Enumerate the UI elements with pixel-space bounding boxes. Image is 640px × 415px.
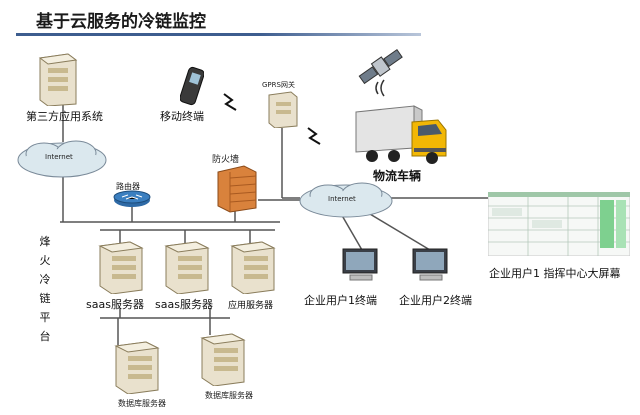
satellite-icon bbox=[356, 46, 406, 92]
db-server-2-label: 数据库服务器 bbox=[205, 391, 253, 400]
title-underline bbox=[16, 33, 421, 36]
platform-vertical-label: 烽火冷链平台 bbox=[39, 235, 51, 343]
internet-cloud-right-icon bbox=[296, 180, 396, 224]
router-icon bbox=[112, 190, 152, 212]
saas-server-1-icon bbox=[96, 240, 146, 298]
command-center-screen-icon bbox=[487, 191, 631, 260]
internet-cloud-left-icon bbox=[14, 138, 110, 184]
db-server-2-icon bbox=[198, 332, 248, 390]
logistics-truck-icon bbox=[352, 104, 452, 172]
page-title: 基于云服务的冷链监控 bbox=[36, 12, 206, 32]
saas-server-1-label: saas服务器 bbox=[86, 298, 144, 311]
logistics-vehicle-label: 物流车辆 bbox=[373, 169, 422, 183]
command-center-label: 企业用户1 指挥中心大屏幕 bbox=[489, 267, 621, 280]
saas-server-2-icon bbox=[162, 240, 212, 298]
third-party-label: 第三方应用系统 bbox=[26, 110, 103, 123]
saas-server-2-label: saas服务器 bbox=[155, 298, 213, 311]
mobile-terminal-icon bbox=[179, 66, 205, 110]
gprs-gateway-icon bbox=[265, 90, 299, 132]
mobile-terminal-label: 移动终端 bbox=[160, 110, 204, 123]
app-server-label: 应用服务器 bbox=[228, 301, 274, 311]
user-terminal-1-icon bbox=[340, 247, 380, 287]
third-party-server-icon bbox=[34, 52, 78, 110]
db-server-1-icon bbox=[112, 340, 162, 398]
gprs-gateway-label: GPRS网关 bbox=[262, 81, 295, 89]
internet-right-label: Internet bbox=[328, 195, 356, 203]
user-terminal-2-label: 企业用户2终端 bbox=[399, 294, 472, 307]
internet-left-label: Internet bbox=[45, 153, 73, 161]
router-label: 路由器 bbox=[116, 182, 140, 191]
firewall-label: 防火墙 bbox=[212, 155, 240, 165]
user-terminal-1-label: 企业用户1终端 bbox=[304, 294, 377, 307]
app-server-icon bbox=[228, 240, 278, 298]
db-server-1-label: 数据库服务器 bbox=[118, 399, 166, 408]
user-terminal-2-icon bbox=[410, 247, 450, 287]
firewall-icon bbox=[214, 164, 260, 218]
